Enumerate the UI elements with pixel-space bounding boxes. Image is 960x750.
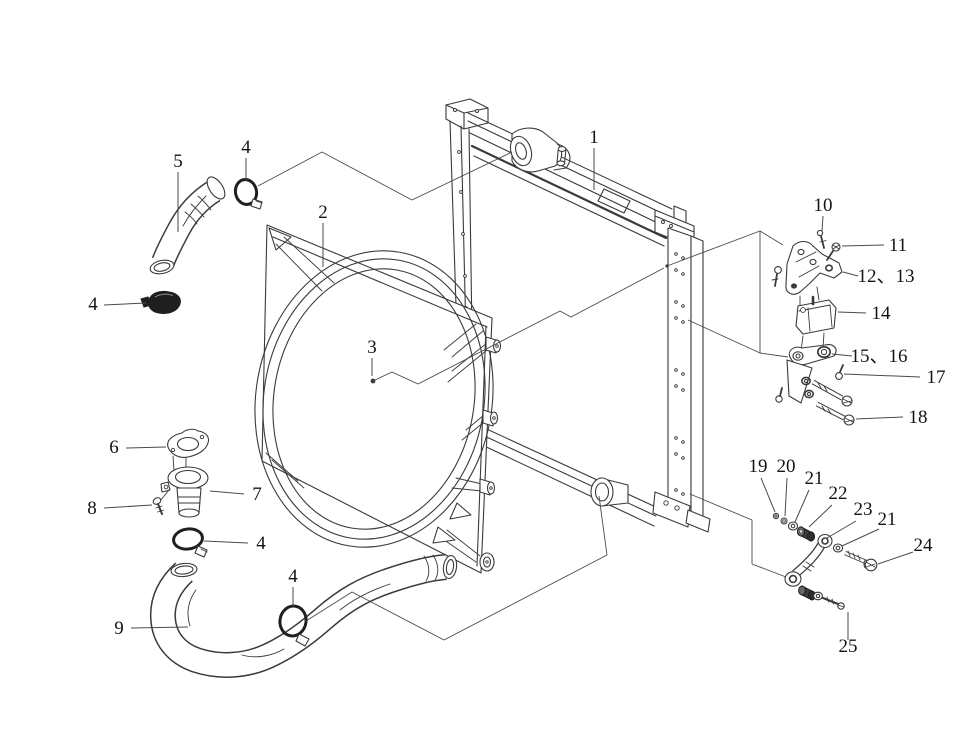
callout-2: 2 (318, 202, 328, 267)
lower-hose (149, 554, 458, 678)
filler-cup-7 (159, 466, 209, 518)
bolt-24 (844, 550, 878, 572)
callout-14: 14 (837, 303, 892, 324)
callout-19-label: 19 (749, 456, 768, 477)
callout-15-16-label: 15、16 (850, 346, 907, 367)
tie-rod-group (772, 512, 878, 610)
callout-4a-label: 4 (241, 137, 251, 158)
callout-4a: 4 (241, 137, 251, 181)
callout-19: 19 (749, 456, 776, 513)
callout-21b: 21 (841, 509, 897, 547)
callout-4c-label: 4 (256, 533, 266, 554)
callout-3-label: 3 (367, 337, 377, 358)
callout-4b-label: 4 (88, 294, 98, 315)
bolts-18 (811, 379, 855, 426)
bracket-12-13 (771, 240, 843, 295)
callout-9: 9 (114, 618, 189, 639)
bracket-15-16 (775, 344, 837, 404)
callout-20-label: 20 (777, 456, 796, 477)
hose-clamp-mid (172, 527, 208, 558)
callout-1: 1 (589, 127, 599, 190)
callout-25-label: 25 (839, 636, 858, 657)
hose-clamp-bottom (278, 604, 310, 647)
shroud-mounting-pins (479, 336, 502, 572)
callout-17: 17 (843, 367, 946, 388)
callout-2-label: 2 (318, 202, 328, 223)
callout-8: 8 (87, 498, 153, 519)
callout-7-label: 7 (252, 484, 262, 505)
callout-14-label: 14 (872, 303, 892, 324)
bolt-10 (816, 229, 827, 249)
member-bolt-holes (674, 252, 685, 496)
callout-11: 11 (841, 235, 907, 256)
callout-12-13-label: 12、13 (857, 266, 914, 287)
callout-20: 20 (777, 456, 796, 517)
tie-rod-link (784, 533, 833, 587)
rubber-mount-14 (795, 295, 837, 335)
callout-4d-label: 4 (288, 566, 298, 587)
callout-22-label: 22 (829, 483, 848, 504)
callout-23: 23 (826, 499, 873, 539)
callout-18: 18 (855, 407, 928, 428)
hose-clamp-top (233, 178, 263, 210)
fan-shroud (254, 224, 502, 574)
callout-22: 22 (808, 483, 848, 528)
bushing-22 (796, 526, 816, 542)
callout-15-16: 15、16 (831, 346, 908, 367)
callout-6: 6 (109, 437, 167, 458)
bolt-8 (152, 497, 164, 515)
bolt-17 (835, 364, 844, 380)
callout-3: 3 (367, 337, 377, 376)
callout-6-label: 6 (109, 437, 119, 458)
mount-bracket-group (771, 229, 855, 426)
upper-hose (149, 176, 226, 275)
callout-8-label: 8 (87, 498, 97, 519)
callout-7: 7 (209, 484, 262, 505)
callout-1-label: 1 (589, 127, 599, 148)
callouts: 5 4 2 1 3 4 6 7 8 4 9 4 10 11 12、13 14 1… (87, 127, 945, 657)
callout-11-label: 11 (889, 235, 907, 256)
callout-4d: 4 (288, 566, 298, 606)
callout-5: 5 (173, 151, 183, 232)
lower-pivot-stack (798, 585, 845, 610)
callout-18-label: 18 (909, 407, 928, 428)
callout-12-13: 12、13 (842, 266, 915, 287)
callout-21a-label: 21 (805, 468, 824, 489)
callout-9-label: 9 (114, 618, 124, 639)
callout-4c: 4 (203, 533, 266, 554)
callout-10: 10 (814, 195, 833, 232)
hose-clamp-side-view (140, 290, 181, 314)
callout-24: 24 (877, 535, 934, 565)
callout-10-label: 10 (814, 195, 833, 216)
callout-23-label: 23 (854, 499, 873, 520)
callout-17-label: 17 (927, 367, 946, 388)
callout-4b: 4 (88, 294, 147, 315)
flange-plate-6 (167, 428, 210, 471)
bolt-11 (826, 242, 841, 261)
radiator-assembly (445, 98, 711, 533)
callout-21a: 21 (794, 468, 824, 523)
callout-24-label: 24 (914, 535, 934, 556)
callout-25: 25 (839, 612, 858, 657)
reference-lines (257, 151, 789, 641)
callout-21b-label: 21 (878, 509, 897, 530)
callout-5-label: 5 (173, 151, 183, 172)
fastener-3-dot (370, 378, 376, 384)
